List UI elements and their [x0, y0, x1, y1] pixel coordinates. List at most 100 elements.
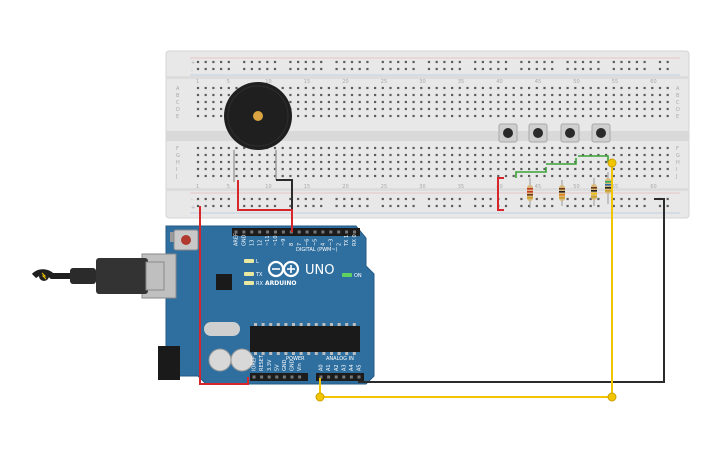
rail-minus-label-top: -: [191, 68, 193, 74]
resistor-4[interactable]: [605, 172, 611, 204]
column-number-top: 40: [496, 79, 502, 85]
usb-chip: [216, 274, 232, 290]
wire-yellow-joint-top[interactable]: [607, 158, 617, 168]
wire-red-rail[interactable]: [497, 177, 504, 211]
breadboard-center-channel: [166, 131, 689, 141]
row-letter-right: G: [676, 153, 680, 159]
digital-pin-label: GND: [242, 234, 248, 246]
wire-green-2[interactable]: [546, 158, 577, 165]
column-number-top: 20: [342, 79, 348, 85]
reset-button-cap[interactable]: [181, 235, 191, 245]
power-jack: [158, 346, 180, 380]
column-number-bottom: 45: [535, 184, 541, 190]
resistors[interactable]: [527, 172, 611, 208]
arduino-brand: ARDUINO: [265, 280, 296, 287]
analog-pin-label: A1: [326, 364, 332, 371]
pushbutton-3[interactable]: [560, 123, 580, 143]
wire-red-5v[interactable]: [199, 206, 249, 385]
wire-yellow-joint-bottom[interactable]: [607, 392, 617, 402]
breadboard-rail-divider-top: [166, 76, 689, 79]
wire-green-1[interactable]: [515, 167, 547, 178]
column-number-bottom: 60: [650, 184, 656, 190]
usb-cable: [31, 258, 165, 294]
capacitor-2: [230, 348, 254, 372]
column-number-top: 5: [227, 79, 230, 85]
wire-green-3[interactable]: [578, 155, 609, 162]
digital-pin-label: 2: [336, 243, 342, 246]
row-letter-left: E: [176, 114, 179, 120]
row-letter-left: B: [176, 93, 180, 99]
column-number-top: 50: [573, 79, 579, 85]
digital-pin-label: ~10: [273, 235, 279, 246]
pushbuttons[interactable]: [498, 123, 611, 143]
power-header[interactable]: [250, 373, 308, 381]
analog-pin-label: A5: [357, 364, 363, 371]
analog-pin-label: A3: [341, 364, 347, 371]
atmega-chip-pins: [254, 323, 356, 355]
rail-plus-label-bottom: +: [191, 205, 195, 211]
analog-pin-label: A2: [334, 364, 340, 371]
column-number-top: 35: [458, 79, 464, 85]
piezo-buzzer[interactable]: [224, 82, 292, 182]
analog-pin-label: A0: [319, 364, 325, 371]
wire-red-buzzer[interactable]: [237, 180, 293, 232]
column-number-bottom: 20: [342, 184, 348, 190]
power-pin-label: IOREF: [252, 356, 258, 371]
power-pin-label: 5V: [274, 364, 280, 371]
row-letter-left: C: [176, 100, 180, 106]
usb-plug: [96, 258, 148, 294]
led-on-icon: [342, 273, 352, 277]
digital-header-holes: [234, 230, 356, 234]
row-letter-right: I: [676, 167, 677, 173]
column-number-bottom: 30: [419, 184, 425, 190]
pushbutton-2[interactable]: [528, 123, 548, 143]
wire-black-gnd[interactable]: [358, 198, 665, 383]
pushbutton-1[interactable]: [498, 123, 518, 143]
row-letter-left: H: [176, 160, 180, 166]
pushbutton-4[interactable]: [591, 123, 611, 143]
column-number-bottom: 50: [573, 184, 579, 190]
buzzer-center: [253, 111, 263, 121]
power-pin-label: GND: [282, 359, 288, 371]
row-letter-right: C: [676, 100, 680, 106]
usb-plug-metal: [145, 261, 165, 291]
capacitor-1: [208, 348, 232, 372]
digital-pin-label: 13: [249, 240, 255, 246]
row-letter-right: H: [676, 160, 680, 166]
row-letter-left: F: [176, 146, 179, 152]
wires: [199, 155, 665, 402]
row-letter-left: J: [175, 174, 177, 180]
arduino-model: UNO: [305, 263, 334, 278]
resistor-3[interactable]: [591, 178, 597, 206]
resistor-1[interactable]: [527, 178, 533, 208]
row-letter-right: D: [676, 107, 680, 113]
analog-header[interactable]: [316, 373, 364, 381]
column-number-bottom: 5: [227, 184, 230, 190]
led-l-icon: [244, 259, 254, 263]
column-number-top: 1: [196, 79, 199, 85]
column-number-top: 15: [304, 79, 310, 85]
digital-pin-label: AREF: [234, 233, 240, 246]
lightning-icon: [41, 272, 47, 280]
crystal: [204, 322, 240, 336]
digital-pin-label: ~6: [305, 239, 311, 246]
resistor-2[interactable]: [559, 180, 565, 206]
analog-label: ANALOG IN: [326, 356, 354, 362]
digital-pin-label: RX 0: [352, 234, 358, 246]
digital-pin-label: ~11: [265, 235, 271, 246]
digital-pin-label: TX 1: [344, 235, 350, 247]
wire-yellow-a0[interactable]: [319, 164, 613, 398]
digital-header[interactable]: [232, 228, 360, 236]
row-letter-left: I: [176, 167, 177, 173]
led-rx-icon: [244, 281, 254, 285]
digital-pin-label: ~9: [281, 239, 287, 246]
wire-yellow-joint-left[interactable]: [315, 392, 325, 402]
